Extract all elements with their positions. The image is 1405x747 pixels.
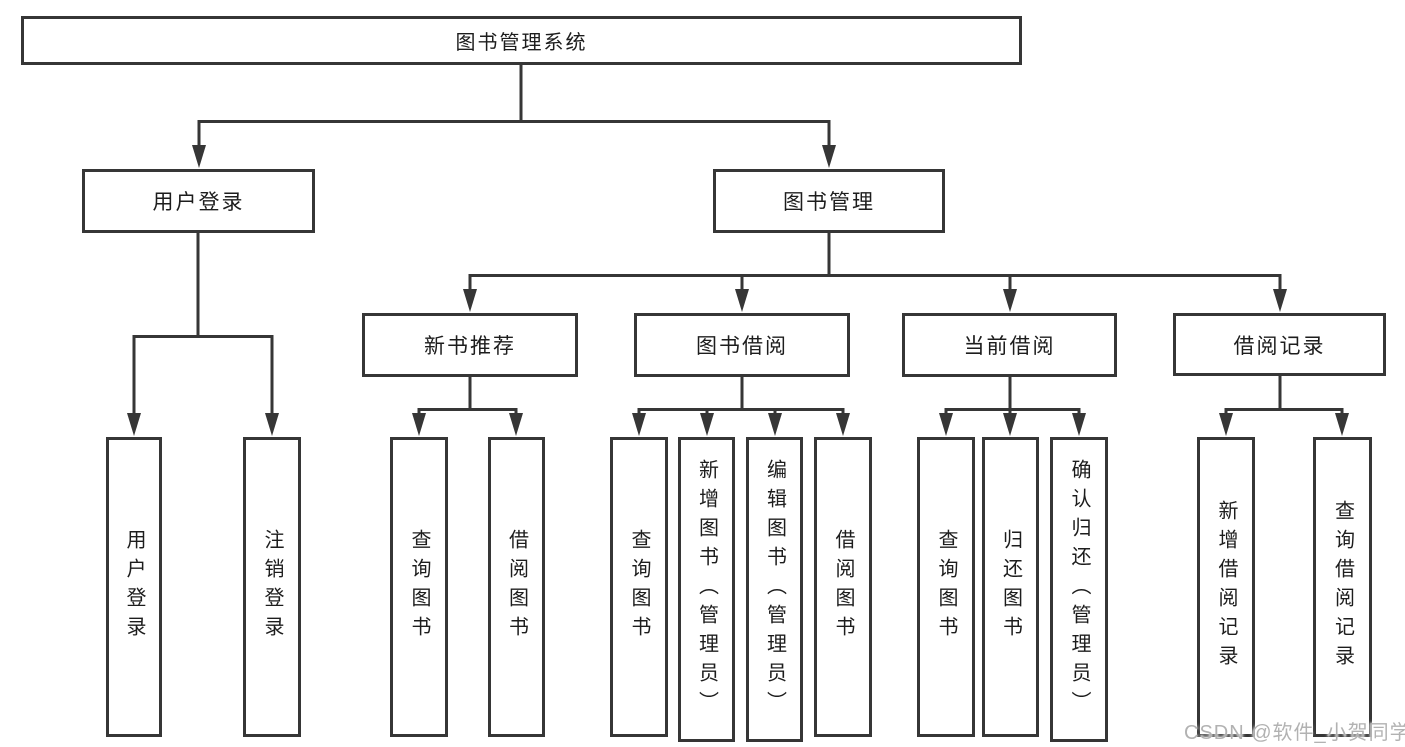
node-book-management: 图书管理	[713, 169, 945, 233]
node-library-management-system: 图书管理系统	[21, 16, 1022, 65]
node-label: 新书推荐	[424, 335, 516, 358]
leaf-borrow-books: 借阅图书	[814, 437, 872, 737]
node-current-borrow: 当前借阅	[902, 313, 1117, 377]
node-label: 查询图书	[628, 529, 650, 645]
node-label: 当前借阅	[963, 335, 1056, 358]
leaf-query-borrow-record: 查询借阅记录	[1313, 437, 1372, 737]
leaf-return-books: 归还图书	[982, 437, 1039, 737]
node-label: 图书借阅	[696, 335, 788, 358]
leaf-confirm-return-admin: 确认归还（管理员）	[1050, 437, 1108, 742]
leaf-logout: 注销登录	[243, 437, 301, 737]
leaf-recommend-query-books: 查询图书	[390, 437, 448, 737]
node-label: 查询借阅记录	[1331, 500, 1354, 674]
node-user-login: 用户登录	[82, 169, 315, 233]
node-label: 借阅图书	[505, 529, 528, 645]
leaf-current-query-books: 查询图书	[917, 437, 975, 737]
node-label: 查询图书	[408, 529, 430, 645]
leaf-user-login: 用户登录	[106, 437, 162, 737]
csdn-watermark: CSDN @软件_小贺同学	[1184, 722, 1405, 744]
node-borrow-records: 借阅记录	[1173, 313, 1386, 376]
node-book-borrow: 图书借阅	[634, 313, 850, 377]
node-label: 借阅图书	[832, 529, 854, 645]
node-label: 新增借阅记录	[1215, 500, 1237, 674]
node-new-book-recommend: 新书推荐	[362, 313, 578, 377]
node-label: 用户登录	[152, 191, 245, 214]
leaf-borrow-query-books: 查询图书	[610, 437, 668, 737]
node-label: 图书管理	[783, 191, 875, 214]
node-label: 注销登录	[261, 529, 283, 645]
node-label: 图书管理系统	[455, 32, 588, 54]
node-label: 编辑图书（管理员）	[763, 459, 786, 720]
node-label: 新增图书（管理员）	[695, 459, 718, 720]
node-label: 归还图书	[999, 529, 1022, 645]
leaf-recommend-borrow-books: 借阅图书	[488, 437, 545, 737]
node-label: 用户登录	[123, 529, 145, 645]
leaf-add-books-admin: 新增图书（管理员）	[678, 437, 735, 742]
node-label: 借阅记录	[1233, 334, 1326, 358]
node-label: 查询图书	[935, 529, 957, 645]
leaf-edit-books-admin: 编辑图书（管理员）	[746, 437, 803, 742]
node-label: 确认归还（管理员）	[1068, 459, 1090, 720]
leaf-add-borrow-record: 新增借阅记录	[1197, 437, 1255, 737]
